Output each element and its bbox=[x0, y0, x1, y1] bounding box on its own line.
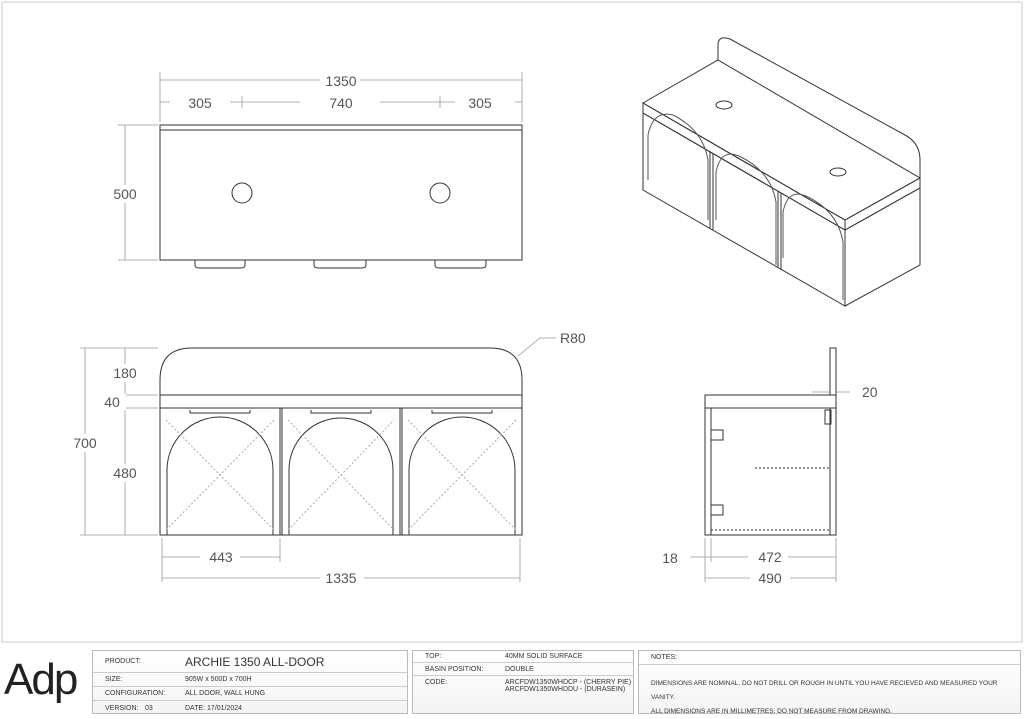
note-units: ALL DIMENSIONS ARE IN MILLIMETRES. DO NO… bbox=[651, 708, 893, 715]
basin-value: DOUBLE bbox=[505, 665, 534, 673]
dim-radius: R80 bbox=[560, 330, 586, 346]
dim-width: 1335 bbox=[325, 570, 356, 586]
spec-block: TOP: 40MM SOLID SURFACE BASIN POSITION: DO… bbox=[412, 650, 634, 714]
sheet-border bbox=[1, 1, 1023, 643]
door-panel bbox=[281, 407, 401, 536]
notes-label: NOTES: bbox=[651, 654, 678, 661]
dim-middle: 740 bbox=[329, 95, 353, 111]
door-arch bbox=[408, 416, 516, 535]
dim-inner-depth: 472 bbox=[758, 549, 782, 565]
dim-overall-width: 1350 bbox=[325, 73, 356, 89]
dim-cabinet: 480 bbox=[113, 465, 137, 481]
door-handle bbox=[189, 410, 251, 414]
door-handle bbox=[310, 410, 372, 414]
dim-top: 40 bbox=[104, 394, 120, 410]
dim-left: 305 bbox=[188, 95, 212, 111]
dim-panel: 18 bbox=[662, 550, 678, 566]
date-value: DATE: 17/01/2024 bbox=[185, 704, 243, 712]
dim-door: 443 bbox=[209, 549, 233, 565]
dim-right: 305 bbox=[468, 95, 492, 111]
code-label: CODE: bbox=[425, 679, 448, 686]
top-label: TOP: bbox=[425, 653, 442, 660]
code-durasein: ARCFDW1350WHDDU - (DURASEIN) bbox=[505, 686, 626, 693]
plan-view: 1350 305 740 305 500 bbox=[108, 72, 523, 269]
dim-depth: 500 bbox=[113, 186, 137, 202]
top-value: 40MM SOLID SURFACE bbox=[505, 653, 583, 660]
configuration-label: CONFIGURATION: bbox=[105, 690, 166, 697]
isometric-view bbox=[641, 37, 922, 307]
hidden-line bbox=[165, 419, 275, 531]
brand-logo: Adp bbox=[4, 655, 78, 704]
note-nominal: DIMENSIONS ARE NOMINAL. DO NOT DRILL OR … bbox=[651, 680, 998, 701]
front-elevation: R80 700 180 40 480 443 1335 bbox=[68, 330, 586, 586]
product-info-block: PRODUCT: ARCHIE 1350 ALL-DOOR SIZE: 905W x… bbox=[92, 650, 408, 714]
dim-splash: 180 bbox=[113, 365, 137, 381]
size-label: SIZE: bbox=[105, 676, 123, 683]
code-cherry-pie: ARCFDW1350WHDCP - (CHERRY PIE) bbox=[505, 679, 632, 686]
door-handle bbox=[431, 410, 493, 414]
dim-depth-side: 490 bbox=[758, 570, 782, 586]
side-view: 20 18 472 490 bbox=[662, 347, 878, 586]
door-arch bbox=[166, 416, 274, 535]
door-arch bbox=[288, 417, 394, 535]
dim-splash-thickness: 20 bbox=[862, 384, 878, 400]
product-label: PRODUCT: bbox=[105, 658, 141, 665]
basin-label: BASIN POSITION: bbox=[425, 665, 484, 673]
door-panel bbox=[401, 407, 523, 536]
version-label: VERSION: bbox=[105, 704, 139, 712]
size-value: 905W x 500D x 700H bbox=[185, 676, 252, 683]
dim-height: 700 bbox=[73, 435, 97, 451]
hidden-line bbox=[287, 419, 395, 531]
version-value: 03 bbox=[145, 704, 153, 712]
notes-block: NOTES: DIMENSIONS ARE NOMINAL. DO NOT DR… bbox=[638, 650, 1021, 715]
hidden-line bbox=[407, 419, 517, 531]
product-name: ARCHIE 1350 ALL-DOOR bbox=[185, 654, 325, 669]
configuration-value: ALL DOOR, WALL HUNG bbox=[185, 690, 266, 697]
door-panel bbox=[159, 407, 281, 536]
